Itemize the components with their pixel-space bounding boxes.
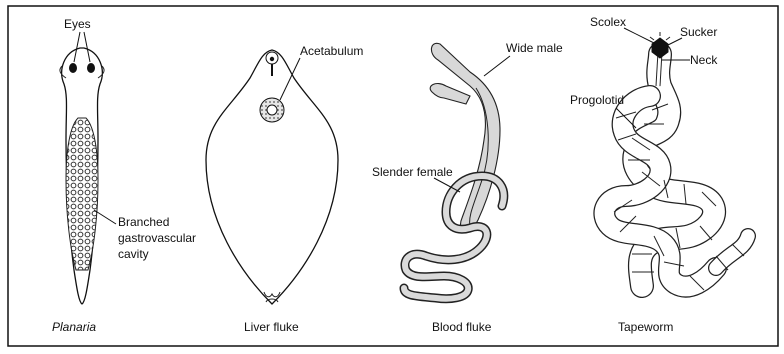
planaria-gut-label-1: Branched	[118, 215, 169, 229]
male-head-hook	[430, 84, 470, 104]
scolex-leader	[624, 28, 656, 44]
acetabulum-label: Acetabulum	[300, 44, 363, 58]
male-label: Wide male	[506, 41, 563, 55]
planaria-gut-label-3: cavity	[118, 247, 149, 261]
oral-sucker-pore	[270, 57, 274, 61]
planaria-gut-leader	[94, 210, 116, 224]
acetabulum-center	[267, 105, 277, 115]
blood-fluke-caption: Blood fluke	[432, 320, 492, 334]
proglottid-label: Progolotid	[570, 93, 624, 107]
tapeworm-figure: Scolex Sucker Neck Progolotid Tapeworm	[570, 15, 748, 334]
liver-fluke-figure: Acetabulum Liver fluke	[206, 44, 363, 334]
female-label: Slender female	[372, 165, 453, 179]
planaria-eye-left-icon	[69, 63, 77, 73]
sucker-label: Sucker	[680, 25, 717, 39]
scolex-label: Scolex	[590, 15, 626, 29]
planaria-caption: Planaria	[52, 320, 96, 334]
liver-fluke-body	[206, 50, 338, 304]
planaria-gut-label-2: gastrovascular	[118, 231, 196, 245]
planaria-gastrovascular-cavity	[66, 118, 98, 270]
blood-fluke-figure: Wide male Slender female Blood fluke	[372, 41, 563, 334]
tapeworm-caption: Tapeworm	[618, 320, 673, 334]
liver-fluke-caption: Liver fluke	[244, 320, 299, 334]
sucker-leader	[666, 38, 682, 46]
planaria-eyes-label: Eyes	[64, 17, 91, 31]
planaria-figure: Eyes Branched gastrovascular cavity Plan…	[52, 17, 196, 334]
male-leader	[484, 56, 510, 76]
neck-label: Neck	[690, 53, 718, 67]
planaria-eye-right-icon	[87, 63, 95, 73]
